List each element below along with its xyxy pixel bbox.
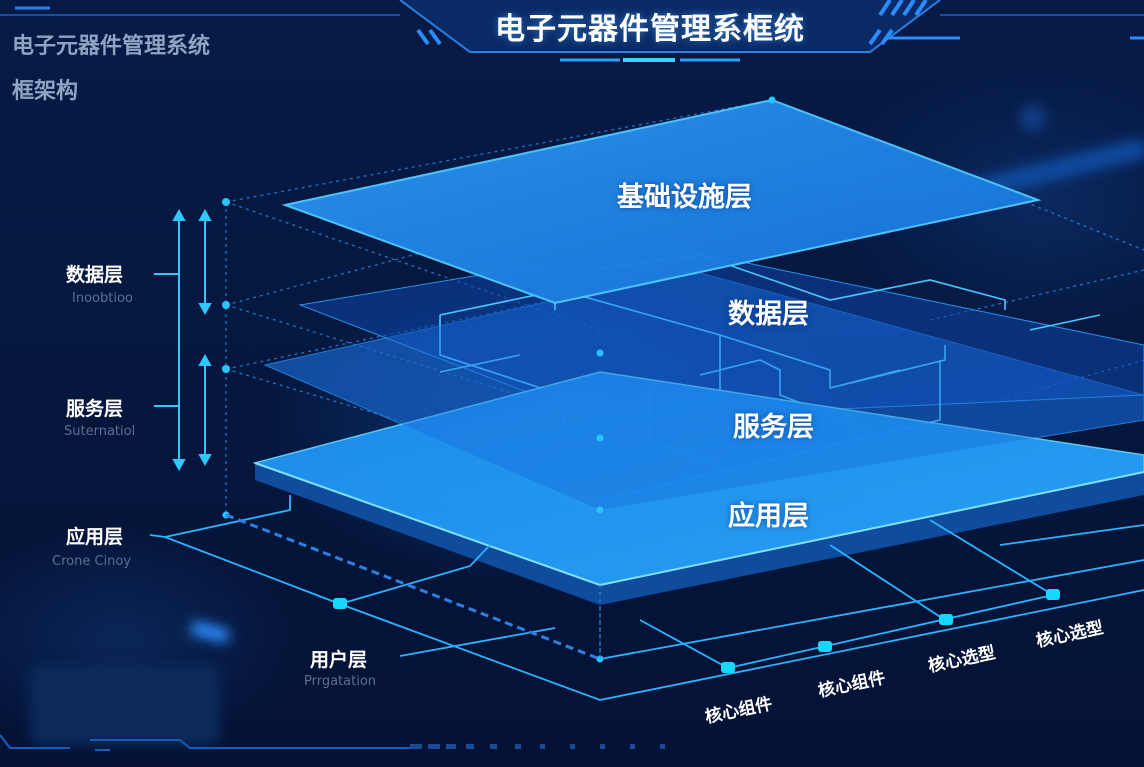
corner-title-line1: 电子元器件管理系统 bbox=[12, 34, 211, 59]
corner-title-line2: 框架构 bbox=[12, 79, 79, 104]
side-label-data: 数据层 bbox=[66, 264, 124, 286]
dashed-connector bbox=[225, 513, 601, 661]
background-chip bbox=[30, 665, 220, 745]
side-sub-data: Inoobtioo bbox=[72, 291, 133, 306]
header-frame bbox=[0, 0, 1144, 62]
bottom-border bbox=[0, 734, 420, 751]
plane-application bbox=[252, 270, 1144, 605]
floor-nodes bbox=[333, 589, 1060, 673]
plane-label-infrastructure: 基础设施层 bbox=[617, 182, 752, 213]
plane-label-data: 数据层 bbox=[728, 299, 809, 330]
plane-label-application: 应用层 bbox=[728, 501, 809, 532]
bottom-dash-strip bbox=[410, 744, 665, 749]
side-label-service: 服务层 bbox=[66, 398, 124, 420]
dimension-arrows bbox=[154, 208, 212, 472]
side-label-user: 用户层 bbox=[310, 649, 368, 671]
side-sub-service: Suternatiol bbox=[64, 424, 136, 439]
guide-dots bbox=[222, 96, 776, 663]
side-sub-application: Crone Cinoy bbox=[52, 554, 132, 569]
side-label-application: 应用层 bbox=[66, 526, 124, 548]
background-chip bbox=[1020, 105, 1046, 131]
plane-label-service: 服务层 bbox=[733, 412, 814, 443]
plane-infrastructure bbox=[281, 98, 1042, 310]
side-sub-user: Prrgatation bbox=[304, 674, 377, 689]
page-title: 电子元器件管理系框统 bbox=[495, 12, 805, 47]
